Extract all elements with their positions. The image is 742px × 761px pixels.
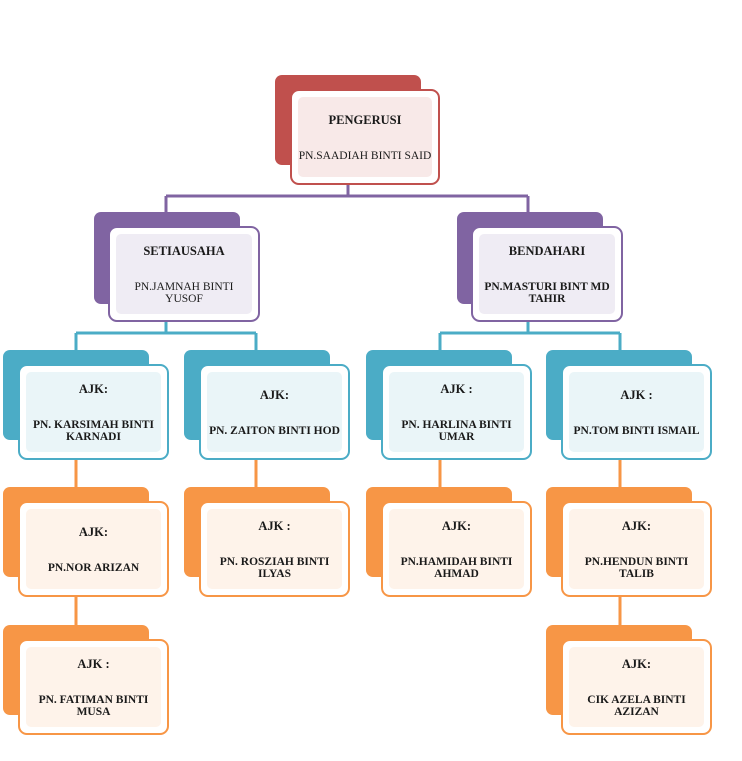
committee-role: AJK:	[78, 381, 109, 396]
committee-role: AJK:	[621, 656, 652, 671]
chair-person: PN.SAADIAH BINTI SAID	[298, 149, 432, 162]
committee-person: PN. HARLINA BINTI UMAR	[401, 418, 512, 443]
chair-node: PENGERUSI PN.SAADIAH BINTI SAID	[275, 75, 440, 185]
chair-role: PENGERUSI	[328, 112, 402, 127]
committee-person: PN.TOM BINTI ISMAIL	[573, 424, 700, 437]
committee-person: PN.HENDUN BINTI TALIB	[584, 555, 689, 580]
secretary-role: SETIAUSAHA	[143, 243, 225, 258]
committee-node-box: AJK: PN.NOR ARIZAN	[18, 501, 169, 597]
committee-role: AJK :	[440, 381, 473, 396]
committee-node-8: AJK: PN.HENDUN BINTI TALIB	[546, 487, 712, 597]
secretary-person: PN.JAMNAH BINTI YUSOF	[134, 280, 234, 305]
committee-node-4: AJK : PN.TOM BINTI ISMAIL	[546, 350, 712, 460]
committee-person: CIK AZELA BINTI AZIZAN	[587, 693, 686, 718]
committee-role: AJK :	[77, 656, 110, 671]
committee-person: PN.NOR ARIZAN	[47, 561, 140, 574]
secretary-node: SETIAUSAHA PN.JAMNAH BINTI YUSOF	[94, 212, 260, 322]
committee-role: AJK :	[620, 387, 653, 402]
committee-role: AJK:	[441, 518, 472, 533]
treasurer-node-box: BENDAHARI PN.MASTURI BINT MD TAHIR	[471, 226, 623, 322]
committee-node-box: AJK : PN. FATIMAN BINTI MUSA	[18, 639, 169, 735]
committee-person: PN. ROSZIAH BINTI ILYAS	[219, 555, 330, 580]
chair-node-box: PENGERUSI PN.SAADIAH BINTI SAID	[290, 89, 440, 185]
committee-person: PN.HAMIDAH BINTI AHMAD	[400, 555, 513, 580]
committee-node-box: AJK: PN.HENDUN BINTI TALIB	[561, 501, 712, 597]
committee-node-box: AJK: PN. ZAITON BINTI HOD	[199, 364, 350, 460]
committee-person: PN. FATIMAN BINTI MUSA	[38, 693, 149, 718]
committee-role: AJK :	[258, 518, 291, 533]
committee-node-6: AJK : PN. ROSZIAH BINTI ILYAS	[184, 487, 350, 597]
committee-node-box: AJK: PN. KARSIMAH BINTI KARNADI	[18, 364, 169, 460]
committee-node-3: AJK : PN. HARLINA BINTI UMAR	[366, 350, 532, 460]
treasurer-role: BENDAHARI	[508, 243, 586, 258]
committee-person: PN. KARSIMAH BINTI KARNADI	[32, 418, 155, 443]
committee-node-box: AJK: PN.HAMIDAH BINTI AHMAD	[381, 501, 532, 597]
committee-node-1: AJK: PN. KARSIMAH BINTI KARNADI	[3, 350, 169, 460]
committee-node-5: AJK: PN.NOR ARIZAN	[3, 487, 169, 597]
committee-node-2: AJK: PN. ZAITON BINTI HOD	[184, 350, 350, 460]
committee-node-7: AJK: PN.HAMIDAH BINTI AHMAD	[366, 487, 532, 597]
committee-role: AJK:	[78, 524, 109, 539]
committee-role: AJK:	[259, 387, 290, 402]
committee-person: PN. ZAITON BINTI HOD	[209, 424, 340, 437]
secretary-node-box: SETIAUSAHA PN.JAMNAH BINTI YUSOF	[108, 226, 260, 322]
committee-role: AJK:	[621, 518, 652, 533]
treasurer-node: BENDAHARI PN.MASTURI BINT MD TAHIR	[457, 212, 623, 322]
committee-node-box: AJK: CIK AZELA BINTI AZIZAN	[561, 639, 712, 735]
committee-node-9: AJK : PN. FATIMAN BINTI MUSA	[3, 625, 169, 735]
committee-node-box: AJK : PN. ROSZIAH BINTI ILYAS	[199, 501, 350, 597]
treasurer-person: PN.MASTURI BINT MD TAHIR	[484, 280, 610, 305]
committee-node-box: AJK : PN. HARLINA BINTI UMAR	[381, 364, 532, 460]
committee-node-box: AJK : PN.TOM BINTI ISMAIL	[561, 364, 712, 460]
committee-node-10: AJK: CIK AZELA BINTI AZIZAN	[546, 625, 712, 735]
